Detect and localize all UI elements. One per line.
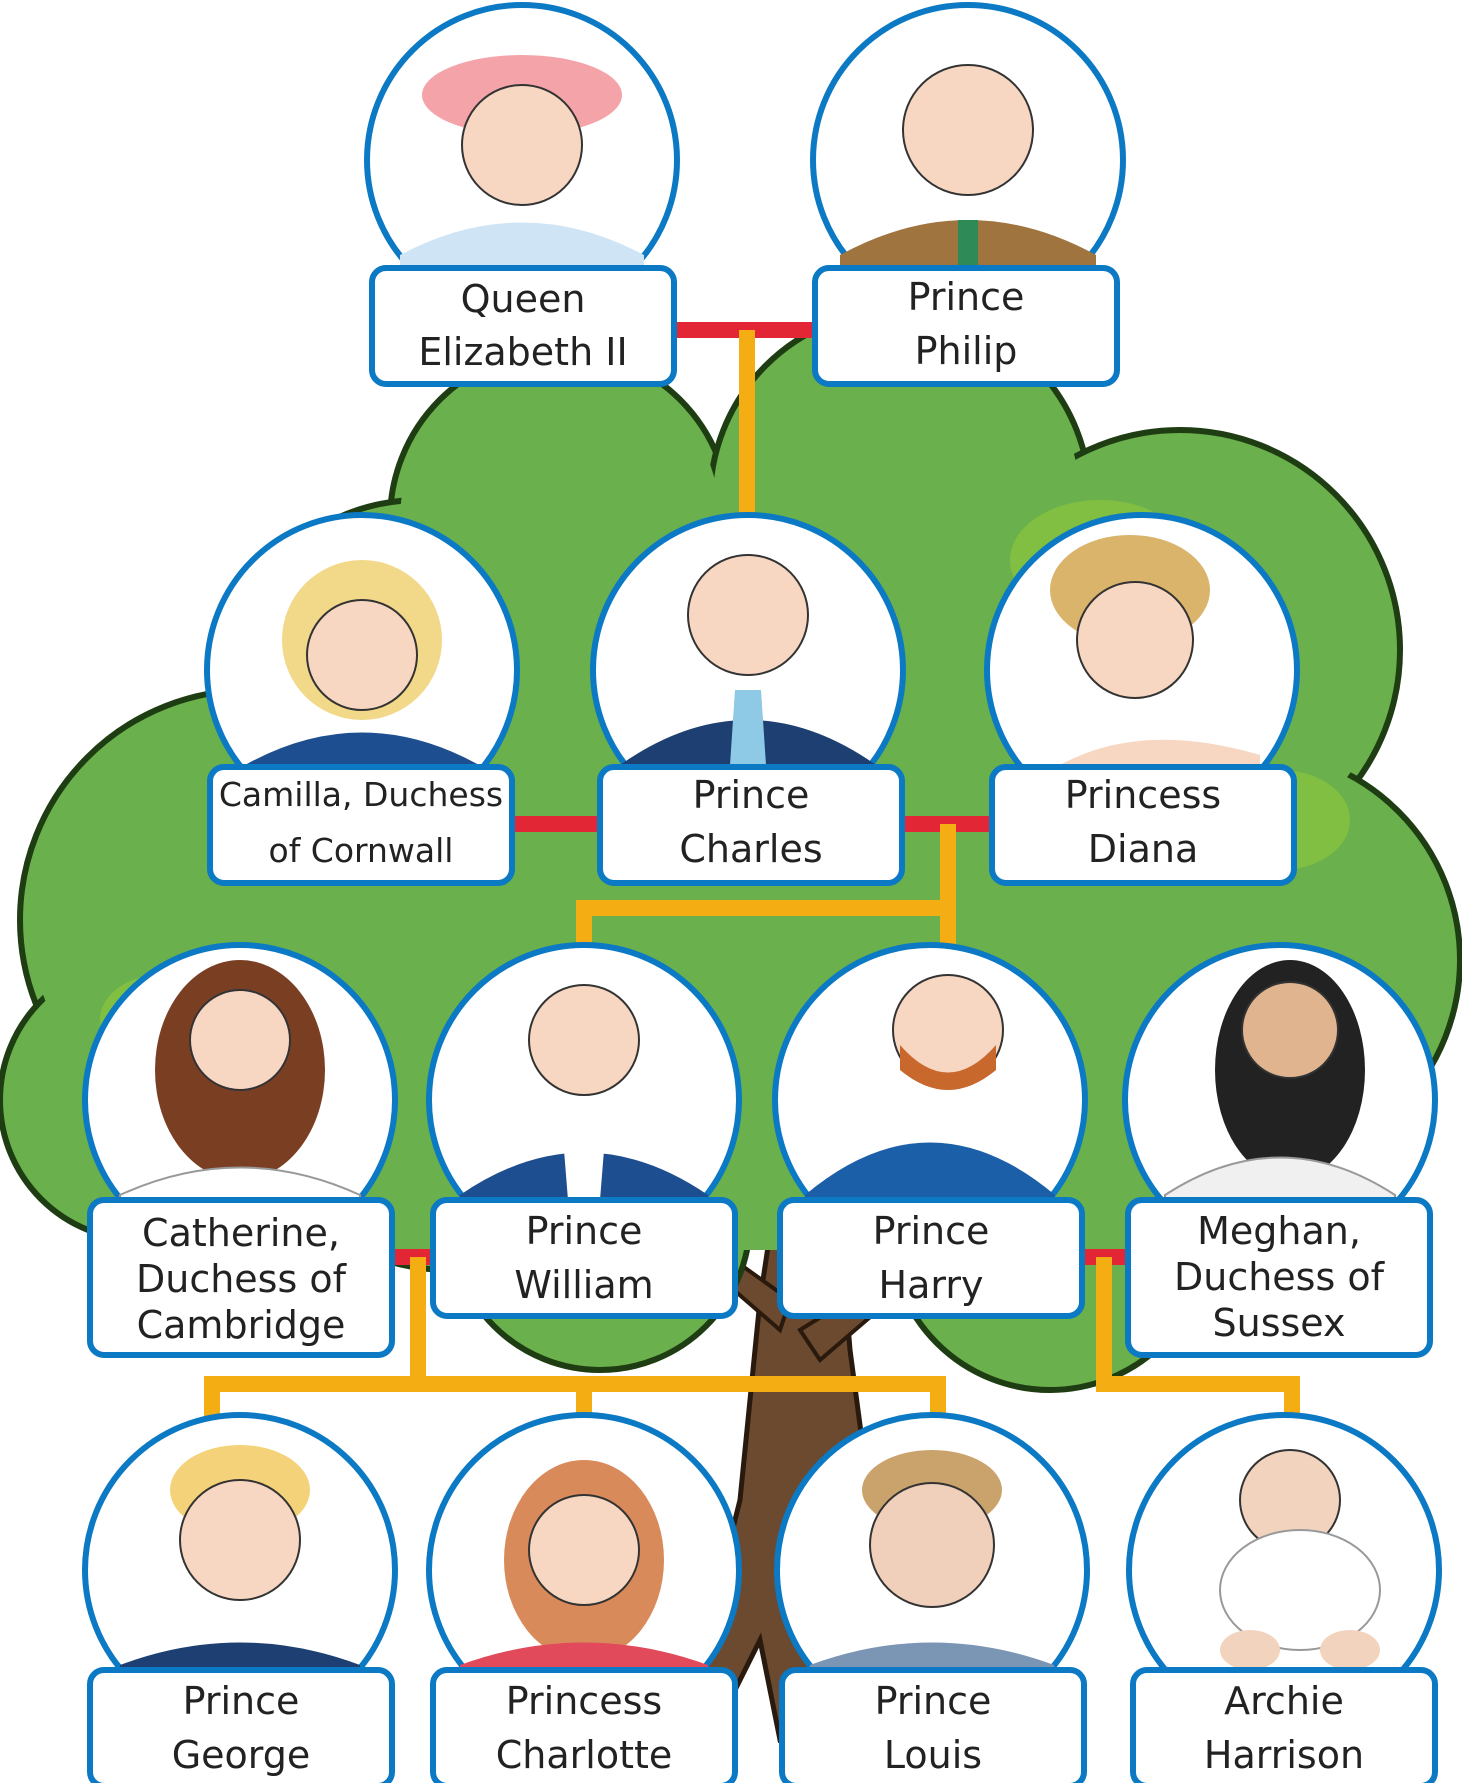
name-line: George	[172, 1733, 311, 1777]
avatar-icon	[840, 64, 1096, 265]
person-prince-harry: Prince Harry	[772, 942, 1088, 1319]
person-prince-charles: Prince Charles	[590, 512, 906, 886]
person-prince-louis: Prince Louis	[774, 1412, 1090, 1783]
name-line: Queen	[461, 277, 586, 321]
person-archie-harrison: Archie Harrison	[1126, 1412, 1442, 1783]
name-label-box	[207, 764, 515, 886]
person-princess-charlotte: Princess Charlotte	[426, 1412, 742, 1783]
name-line: Prince	[875, 1679, 992, 1723]
name-label-box	[597, 764, 905, 886]
avatar-icon	[810, 1450, 1054, 1675]
avatar-icon	[119, 960, 361, 1206]
name-line: Princess	[506, 1679, 662, 1723]
person-queen-elizabeth: Queen Elizabeth II	[364, 2, 680, 387]
name-label-box	[777, 1197, 1085, 1319]
name-label-box	[989, 764, 1297, 886]
name-line: Prince	[526, 1209, 643, 1253]
name-line: Harrison	[1204, 1733, 1364, 1777]
name-line: Philip	[915, 329, 1018, 373]
name-label-box	[430, 1197, 738, 1319]
avatar-icon	[120, 1445, 360, 1675]
name-line: Camilla, Duchess	[219, 775, 503, 814]
name-line: Archie	[1224, 1679, 1344, 1723]
name-line: Sussex	[1213, 1301, 1346, 1345]
person-prince-george: Prince George	[82, 1412, 398, 1783]
name-line: Harry	[879, 1263, 984, 1307]
name-line: Prince	[908, 275, 1025, 319]
name-label-box	[1125, 1197, 1433, 1358]
name-line: Elizabeth II	[418, 330, 627, 374]
avatar-icon	[805, 974, 1055, 1205]
name-label-box	[369, 265, 677, 387]
descent-line-to-cambridge-children	[204, 1257, 426, 1440]
descent-line-to-archie	[1096, 1257, 1300, 1440]
person-princess-diana: Princess Diana	[984, 512, 1300, 886]
name-line: Princess	[1065, 773, 1221, 817]
person-camilla: Camilla, Duchess of Cornwall	[204, 512, 520, 886]
avatar-icon	[460, 984, 708, 1205]
avatar-icon	[400, 55, 644, 265]
name-label-box	[87, 1197, 395, 1358]
name-line: Prince	[873, 1209, 990, 1253]
name-label-box	[812, 265, 1120, 387]
name-line: Prince	[183, 1679, 300, 1723]
name-line: Louis	[884, 1733, 982, 1777]
name-label-box	[430, 1667, 738, 1783]
name-line: Diana	[1088, 827, 1198, 871]
name-line: Duchess of	[1174, 1255, 1386, 1299]
name-line: Meghan,	[1197, 1209, 1361, 1253]
avatar-icon	[460, 1460, 708, 1675]
avatar-icon	[620, 554, 876, 775]
avatar-icon	[1164, 960, 1396, 1206]
name-line: William	[514, 1263, 653, 1307]
name-line: Cambridge	[137, 1303, 346, 1347]
person-prince-william: Prince William	[426, 942, 742, 1319]
avatar-icon	[1219, 1449, 1381, 1670]
name-label-box	[779, 1667, 1087, 1783]
person-catherine: Catherine, Duchess of Cambridge	[82, 942, 398, 1358]
name-label-box	[87, 1667, 395, 1783]
name-label-box	[1130, 1667, 1438, 1783]
name-line: Duchess of	[136, 1257, 348, 1301]
name-line: Catherine,	[142, 1211, 340, 1255]
name-line: of Cornwall	[269, 831, 454, 870]
name-line: Charles	[679, 827, 822, 871]
name-line: Prince	[693, 773, 810, 817]
person-prince-philip: Prince Philip	[810, 2, 1126, 387]
person-meghan: Meghan, Duchess of Sussex	[1122, 942, 1438, 1358]
name-line: Charlotte	[496, 1733, 673, 1777]
